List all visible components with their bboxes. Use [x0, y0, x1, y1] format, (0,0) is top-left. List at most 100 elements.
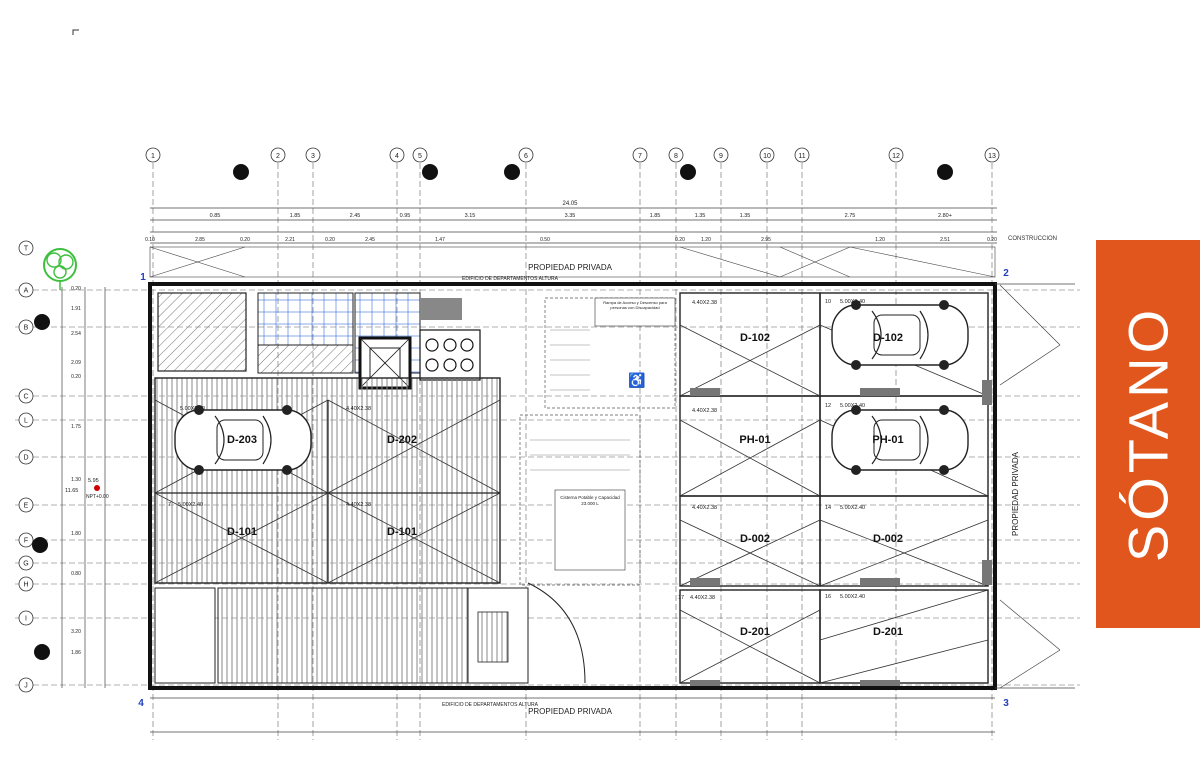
- row-label: F: [24, 538, 28, 545]
- parking-space-number: 16: [825, 594, 831, 600]
- bottom-neighbor-label: EDIFICIO DE DEPARTAMENTOS ALTURA: [442, 702, 539, 708]
- tree-icon: [43, 248, 77, 290]
- dimension-value: 2.95: [761, 237, 771, 243]
- row-label: E: [24, 503, 29, 510]
- top-right-note: CONSTRUCCION: [1008, 236, 1057, 242]
- dimension-value: 1.20: [875, 237, 885, 243]
- dimension-value: 1.80: [71, 531, 81, 537]
- parking-space-size: 4.40X2.38: [692, 408, 717, 414]
- parking-space-number: 17: [678, 595, 684, 601]
- dimension-value: 1.35: [740, 213, 751, 219]
- stair-steps: [530, 329, 630, 471]
- ramp-curve: [527, 582, 586, 684]
- dimension-value: 2.80+: [938, 213, 952, 219]
- bottom-hatched-area: [217, 587, 469, 684]
- dimension-value: 3.15: [465, 213, 476, 219]
- accessibility-icon: ♿: [628, 372, 645, 389]
- parking-space-code: D-101: [227, 526, 257, 538]
- right-boundary-label: PROPIEDAD PRIVADA: [1011, 451, 1020, 536]
- corner-label: 1: [140, 272, 146, 283]
- column-bubble: [389, 147, 405, 163]
- column-label: 5: [418, 153, 422, 160]
- column-bubble: [759, 147, 775, 163]
- top-dimensions: [150, 207, 997, 244]
- dimension-value: 3.35: [565, 213, 576, 219]
- overall-dimension: 24.05: [562, 201, 578, 207]
- row-bubble: [18, 610, 34, 626]
- stairs-landing: [257, 344, 354, 374]
- row-label: A: [24, 288, 29, 295]
- parking-space-code: D-102: [740, 332, 770, 344]
- column-bubble: [412, 147, 428, 163]
- parking-space-code: D-202: [387, 434, 417, 446]
- dimension-value: 1.85: [650, 213, 661, 219]
- column-label: 7: [638, 153, 642, 160]
- parking-space-size: 5.00X2.40: [178, 502, 203, 508]
- column-label: 9: [719, 153, 723, 160]
- ramp-note: Rampa de Acceso y Descenso para personas…: [603, 300, 667, 310]
- parking-space-size: 5.00X2.40: [840, 594, 865, 600]
- parking-space-code: D-201: [740, 626, 770, 638]
- dimension-value: 2.21: [285, 237, 295, 243]
- sheet-title-banner: SÓTANO: [1096, 240, 1200, 628]
- parking-space-size: 5.00X2.40: [180, 406, 205, 412]
- wall-pilasters: [690, 380, 992, 686]
- column-block: [420, 298, 462, 320]
- row-bubble: [18, 282, 34, 298]
- dimension-value: 0.20: [675, 237, 685, 243]
- storage-room: [157, 292, 247, 372]
- parking-space-code: D-201: [873, 626, 903, 638]
- dimension-value: 0.20: [71, 374, 81, 380]
- bottom-boundary-label: PROPIEDAD PRIVADA: [528, 707, 613, 716]
- row-label: C: [23, 394, 28, 401]
- column-label: 1: [151, 153, 155, 160]
- dimension-value: 1.75: [71, 424, 81, 430]
- dimension-value: 1.85: [290, 213, 301, 219]
- dimension-value: 3.20: [71, 629, 81, 635]
- row-label: J: [24, 683, 28, 690]
- column-bubble: [794, 147, 810, 163]
- row-label: D: [23, 455, 28, 462]
- row-bubble: [18, 576, 34, 592]
- dimension-value: 0.50: [540, 237, 550, 243]
- parking-space-size: 5.00X2.40: [840, 403, 865, 409]
- parking-space-code: D-102: [873, 332, 903, 344]
- dimension-value: 1.91: [71, 306, 81, 312]
- top-neighbor-label: EDIFICIO DE DEPARTAMENTOS ALTURA: [462, 276, 559, 282]
- row-label: L: [24, 418, 28, 425]
- bicycle-rack-icon: [419, 329, 481, 381]
- left-dimension-row-1: 0.201.912.542.090.201.751.301.800.803.20…: [71, 286, 81, 656]
- column-bubble: [305, 147, 321, 163]
- corner-tick: [72, 29, 79, 35]
- right-parking-diagonals: [679, 324, 989, 684]
- corner-label: 4: [138, 698, 144, 709]
- parking-space-size: 5.00X2.40: [840, 505, 865, 511]
- column-label: 3: [311, 153, 315, 160]
- left-mid-dimension: 5.95: [88, 478, 99, 484]
- corner-label: 3: [1003, 698, 1009, 709]
- row-bubble: [18, 412, 34, 428]
- upper-strip: [149, 246, 996, 278]
- dimension-value: 1.86: [71, 650, 81, 656]
- row-bubble: [18, 388, 34, 404]
- dimension-value: 1.20: [701, 237, 711, 243]
- row-label: T: [24, 246, 29, 253]
- dimension-value: 0.20: [987, 237, 997, 243]
- parking-space-size: 4.40X2.38: [346, 502, 371, 508]
- row-bubble: [18, 449, 34, 465]
- parking-labels: D-1024.40X2.38D-1025.00X2.4010PH-014.40X…: [168, 299, 904, 638]
- dimension-value: 0.85: [210, 213, 221, 219]
- parking-space-code: D-203: [227, 434, 257, 446]
- parking-space-code: D-002: [873, 533, 903, 545]
- row-label: G: [23, 561, 28, 568]
- column-label: 12: [892, 153, 900, 160]
- level-marker-dot: [94, 485, 100, 491]
- column-label: 2: [276, 153, 280, 160]
- dimension-value: 0.80: [71, 571, 81, 577]
- left-total-dimension: 11.65: [65, 488, 78, 494]
- dimension-value: 2.51: [940, 237, 950, 243]
